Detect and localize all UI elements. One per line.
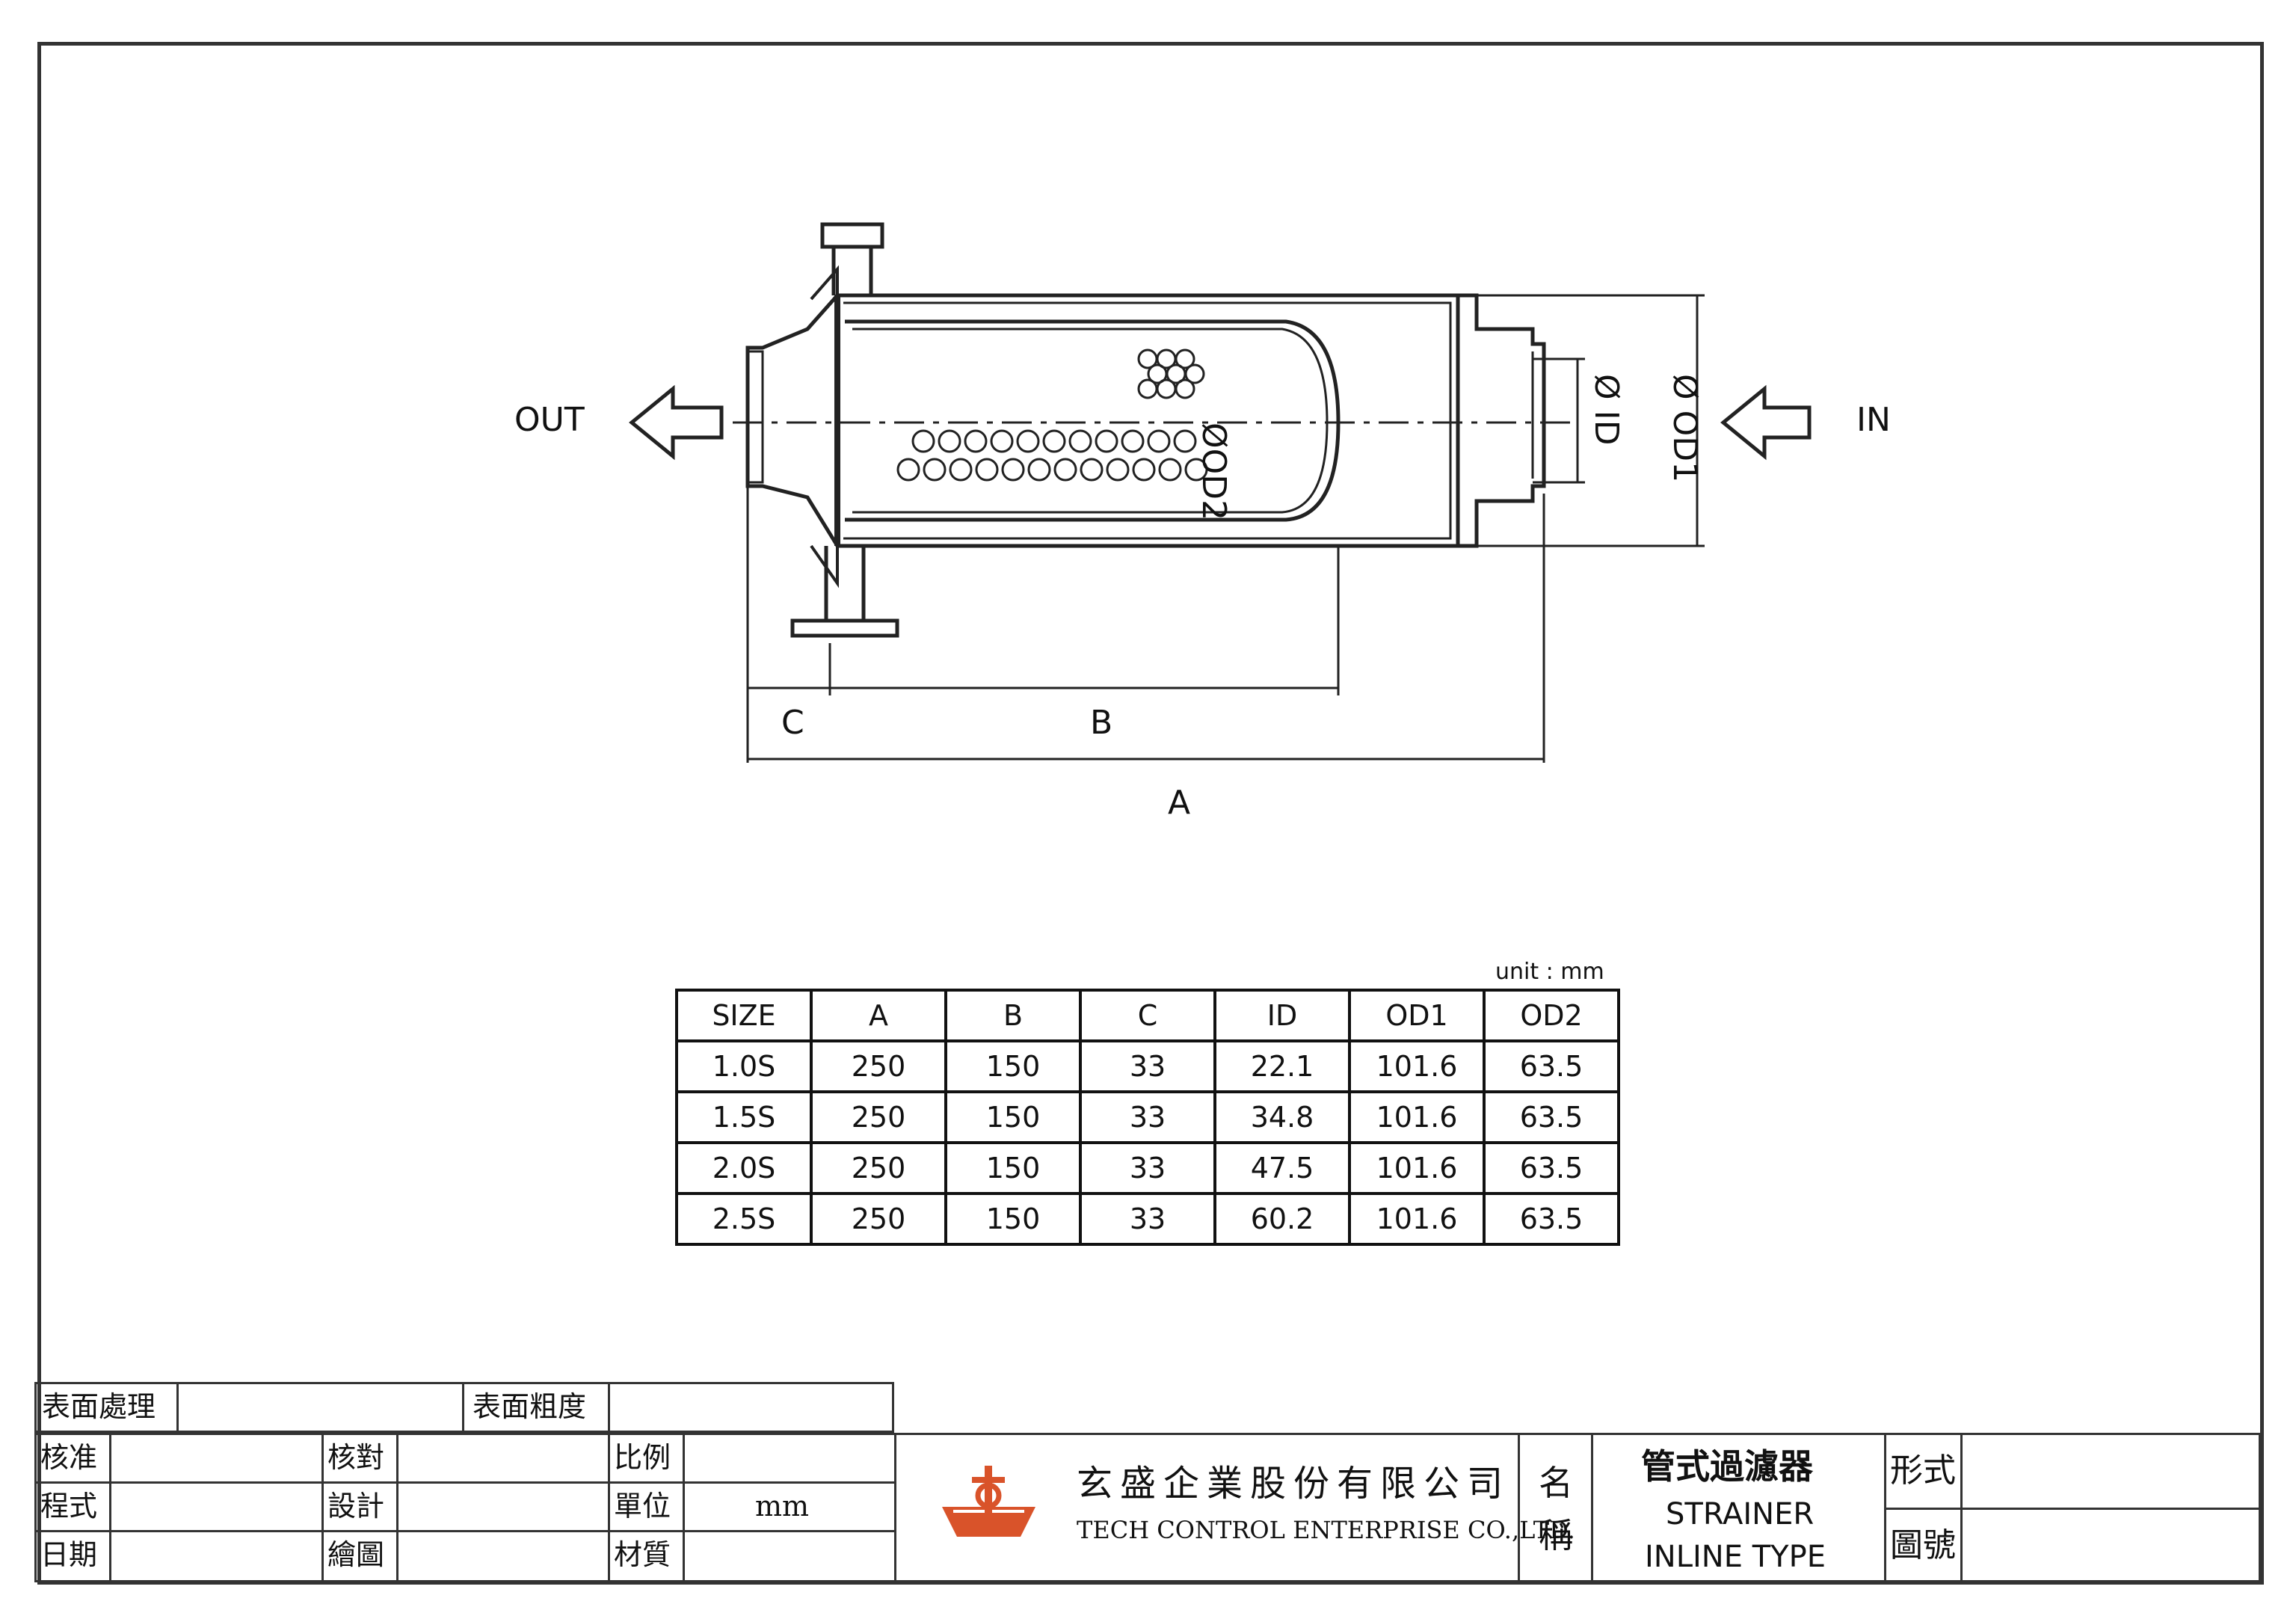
product-name-en-2: INLINE TYPE — [1645, 1540, 1826, 1574]
table-cell: 60.2 — [1213, 1192, 1351, 1246]
perforation-rows — [896, 429, 1208, 482]
table-cell: 250 — [810, 1090, 947, 1144]
drawing-frame — [37, 42, 2264, 1585]
name-label-1: 名 — [1539, 1463, 1573, 1503]
name-label-2: 稱 — [1539, 1515, 1573, 1555]
table-cell: 47.5 — [1213, 1141, 1351, 1195]
table-row: 1.0S 250 150 33 22.1 101.6 63.5 — [675, 1039, 1620, 1093]
dim-b-label: B — [1090, 704, 1113, 742]
dim-od1-label: Ø OD1 — [1666, 374, 1704, 483]
table-cell: 101.6 — [1348, 1141, 1486, 1195]
table-row: 2.5S 250 150 33 60.2 101.6 63.5 — [675, 1192, 1620, 1246]
table-cell: 150 — [944, 1090, 1082, 1144]
filter-basket — [845, 319, 1341, 522]
table-cell: 101.6 — [1348, 1090, 1486, 1144]
scale-label: 比例 — [614, 1441, 671, 1474]
table-cell: 33 — [1079, 1039, 1216, 1093]
spec-table: SIZE A B C ID OD1 OD2 1.0S 250 150 33 22… — [675, 989, 1620, 1246]
table-cell: 101.6 — [1348, 1039, 1486, 1093]
material-label: 材質 — [614, 1538, 671, 1571]
inlet-pipe — [1458, 293, 1546, 548]
header-id: ID — [1213, 989, 1351, 1042]
product-name-cn: 管式過濾器 — [1641, 1446, 1813, 1487]
unit-label-cell: 單位 — [614, 1490, 671, 1523]
table-row: 2.0S 250 150 33 47.5 101.6 63.5 — [675, 1141, 1620, 1195]
table-cell: 22.1 — [1213, 1039, 1351, 1093]
out-label: OUT — [514, 401, 585, 439]
table-cell: 34.8 — [1213, 1090, 1351, 1144]
drawing-no-label: 圖號 — [1890, 1526, 1956, 1564]
out-arrow — [629, 384, 724, 461]
dim-c-label: C — [781, 704, 804, 742]
company-logo-icon — [942, 1466, 1035, 1537]
table-cell: 1.0S — [675, 1039, 813, 1093]
table-cell: 33 — [1079, 1090, 1216, 1144]
header-c: C — [1079, 989, 1216, 1042]
company-name-en: TECH CONTROL ENTERPRISE CO.,LTD. — [1077, 1516, 1575, 1544]
header-b: B — [944, 989, 1082, 1042]
table-cell: 33 — [1079, 1192, 1216, 1246]
table-cell: 63.5 — [1483, 1039, 1620, 1093]
dim-od2-label: ØOD2 — [1195, 423, 1233, 521]
header-a: A — [810, 989, 947, 1042]
table-cell: 250 — [810, 1039, 947, 1093]
table-cell: 63.5 — [1483, 1141, 1620, 1195]
outlet-pipe — [745, 294, 840, 547]
checked-label: 核對 — [327, 1441, 385, 1474]
table-cell: 250 — [810, 1192, 947, 1246]
surface-roughness-label: 表面粗度 — [473, 1390, 587, 1423]
dim-id-label: Ø ID — [1587, 374, 1625, 446]
in-arrow — [1720, 384, 1812, 461]
table-cell: 150 — [944, 1141, 1082, 1195]
table-cell: 150 — [944, 1039, 1082, 1093]
header-size: SIZE — [675, 989, 813, 1042]
table-cell: 63.5 — [1483, 1192, 1620, 1246]
table-cell: 250 — [810, 1141, 947, 1195]
company-name-cn: 玄盛企業股份有限公司 — [1077, 1463, 1511, 1505]
table-cell: 101.6 — [1348, 1192, 1486, 1246]
approved-label: 核准 — [40, 1441, 98, 1474]
housing-outline — [837, 293, 1460, 548]
designed-label: 設計 — [327, 1490, 385, 1523]
drain-fitting — [824, 546, 866, 621]
header-od1: OD1 — [1348, 989, 1486, 1042]
product-name-en-1: STRAINER — [1666, 1497, 1815, 1532]
table-header-row: SIZE A B C ID OD1 OD2 — [675, 989, 1620, 1042]
table-cell: 63.5 — [1483, 1090, 1620, 1144]
header-od2: OD2 — [1483, 989, 1620, 1042]
unit-value: mm — [755, 1490, 810, 1523]
table-row: 1.5S 250 150 33 34.8 101.6 63.5 — [675, 1090, 1620, 1144]
perforation-cluster — [1137, 348, 1205, 399]
table-cell: 2.5S — [675, 1192, 813, 1246]
drawn-label: 繪圖 — [327, 1538, 385, 1571]
table-cell: 2.0S — [675, 1141, 813, 1195]
unit-label: unit : mm — [1495, 959, 1604, 985]
table-cell: 1.5S — [675, 1090, 813, 1144]
table-cell: 150 — [944, 1192, 1082, 1246]
dim-a-label: A — [1168, 784, 1191, 822]
in-label: IN — [1856, 401, 1891, 439]
surface-treatment-label: 表面處理 — [42, 1390, 156, 1423]
vent-fitting — [820, 222, 884, 249]
table-cell: 33 — [1079, 1141, 1216, 1195]
type-label: 形式 — [1890, 1451, 1956, 1490]
date-label: 日期 — [40, 1538, 98, 1571]
surface-row — [34, 1382, 894, 1433]
process-label: 程式 — [40, 1490, 98, 1523]
